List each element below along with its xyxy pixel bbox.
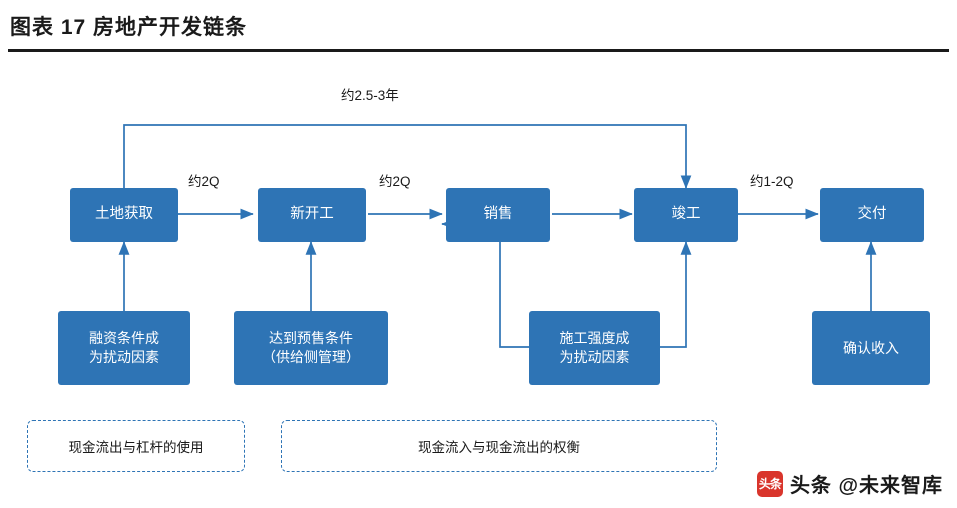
toutiao-logo-icon: 头条 <box>756 470 783 497</box>
label-completion-to-delivery: 约1-2Q <box>750 174 794 189</box>
label-overall-duration: 约2.5-3年 <box>341 88 399 103</box>
node-land[interactable]: 土地获取 <box>70 188 178 242</box>
connector-lines <box>118 124 877 348</box>
node-new-construction[interactable]: 新开工 <box>258 188 366 242</box>
node-delivery[interactable]: 交付 <box>820 188 924 242</box>
legend-cash-balance: 现金流入与现金流出的权衡 <box>281 420 717 472</box>
watermark-text: 头条 @未来智库 <box>789 475 943 497</box>
node-construction-intensity[interactable]: 施工强度成 为扰动因素 <box>529 311 660 385</box>
node-sales[interactable]: 销售 <box>446 188 550 242</box>
node-presale-condition[interactable]: 达到预售条件 （供给侧管理） <box>234 311 388 385</box>
watermark: 头条 头条 @未来智库 <box>756 469 943 498</box>
label-land-to-start: 约2Q <box>188 174 220 189</box>
diagram-canvas: 土地获取 新开工 销售 竣工 交付 融资条件成 为扰动因素 达到预售条件 （供给… <box>0 52 957 508</box>
legend-cash-outflow-leverage: 现金流出与杠杆的使用 <box>27 420 245 472</box>
title-divider <box>8 49 949 52</box>
node-revenue-recognition[interactable]: 确认收入 <box>812 311 930 385</box>
page-title: 图表 17 房地产开发链条 <box>10 16 248 39</box>
node-financing-condition[interactable]: 融资条件成 为扰动因素 <box>58 311 190 385</box>
title-bar: 图表 17 房地产开发链条 <box>0 0 957 52</box>
label-start-to-sales: 约2Q <box>379 174 411 189</box>
node-completion[interactable]: 竣工 <box>634 188 738 242</box>
